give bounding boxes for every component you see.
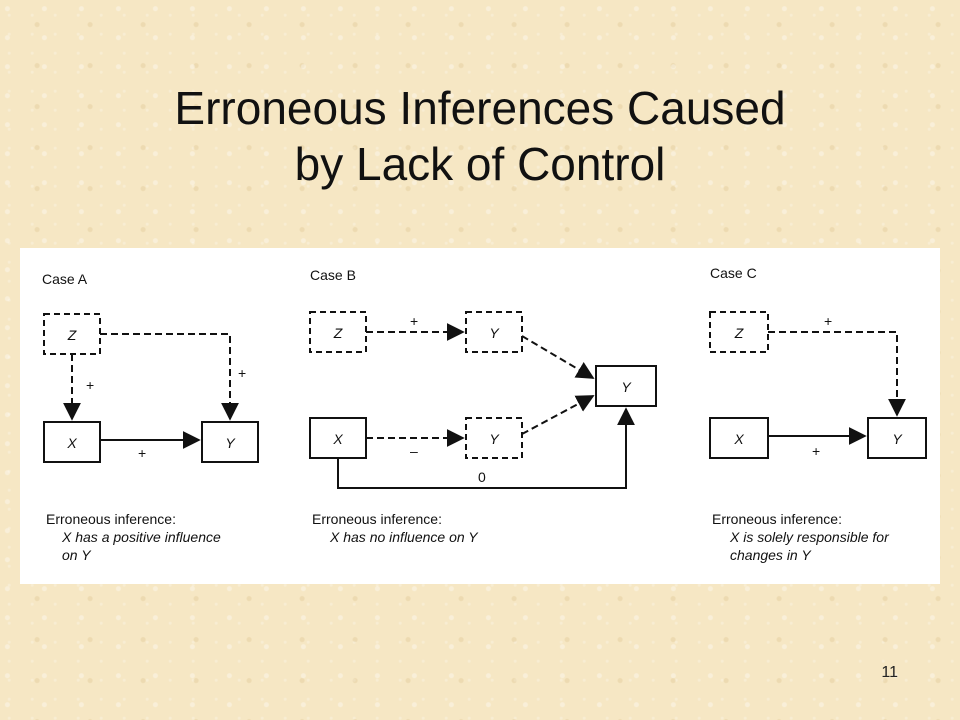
case-a-label: Case A	[42, 271, 88, 287]
case-a-x-box	[43, 421, 101, 463]
case-b-x-label: X	[332, 431, 343, 447]
case-b-inference-label: Erroneous inference:	[312, 511, 442, 527]
case-c: Case C Z X Y + + Erroneous inference: X …	[709, 265, 927, 563]
case-c-x-to-y-sign: +	[812, 443, 820, 459]
case-c-z-to-y-sign: +	[824, 313, 832, 329]
case-b-x-direct-arrow	[337, 407, 635, 489]
case-c-x-label: X	[733, 431, 744, 447]
case-c-y-label: Y	[892, 431, 903, 447]
case-b-ybottom-to-yright-arrow	[521, 395, 595, 435]
case-a-z-to-x-sign: +	[86, 377, 94, 393]
case-c-z-box	[709, 311, 769, 353]
case-a: Case A Z X Y + + + Erroneous inference: …	[42, 271, 259, 563]
case-b-inference-line-1: X has no influence on Y	[329, 529, 479, 545]
case-c-inference-line-1: X is solely responsible for	[729, 529, 890, 545]
case-b-z-to-y-sign: +	[410, 313, 418, 329]
case-a-x-label: X	[66, 435, 77, 451]
case-c-z-label: Z	[734, 325, 744, 341]
case-a-z-to-y-arrow	[100, 333, 239, 421]
page-number: 11	[881, 664, 898, 681]
case-b-x-to-y-sign: –	[410, 443, 418, 459]
case-b-z-label: Z	[333, 325, 343, 341]
case-a-z-to-y-sign: +	[238, 365, 246, 381]
case-c-z-to-y-arrow	[768, 331, 906, 417]
case-b-ytop-to-yright-arrow	[521, 335, 595, 379]
case-b-label: Case B	[310, 267, 356, 283]
case-c-label: Case C	[710, 265, 757, 281]
case-c-x-box	[709, 417, 769, 459]
title-line-1: Erroneous Inferences Caused	[174, 82, 786, 134]
slide-title: Erroneous Inferences Caused by Lack of C…	[0, 80, 960, 192]
case-b-x-direct-sign: 0	[478, 469, 486, 485]
case-c-inference-label: Erroneous inference:	[712, 511, 842, 527]
case-b-y-bottom-box	[465, 417, 523, 459]
case-a-inference-label: Erroneous inference:	[46, 511, 176, 527]
case-b-y-top-label: Y	[489, 325, 500, 341]
case-b-y-right-box	[595, 365, 657, 407]
case-c-y-box	[867, 417, 927, 459]
case-a-z-label: Z	[67, 327, 77, 343]
case-b-y-right-label: Y	[621, 379, 632, 395]
diagram-svg: Case A Z X Y + + + Erroneous inference: …	[42, 265, 927, 563]
case-b-y-bottom-label: Y	[489, 431, 500, 447]
case-a-inference-line-2: on Y	[62, 547, 92, 563]
case-a-inference-line-1: X has a positive influence	[61, 529, 221, 545]
case-b: Case B Z Y X Y Y + – 0 Erroneous inferen…	[309, 267, 657, 545]
title-line-2: by Lack of Control	[294, 138, 666, 191]
case-c-inference-line-2: changes in Y	[730, 547, 812, 563]
case-b-y-top-box	[465, 311, 523, 353]
case-a-y-label: Y	[225, 435, 236, 451]
case-a-y-box	[201, 421, 259, 463]
case-a-x-to-y-sign: +	[138, 445, 146, 461]
diagram-figure: Case A Z X Y + + + Erroneous inference: …	[20, 248, 940, 584]
